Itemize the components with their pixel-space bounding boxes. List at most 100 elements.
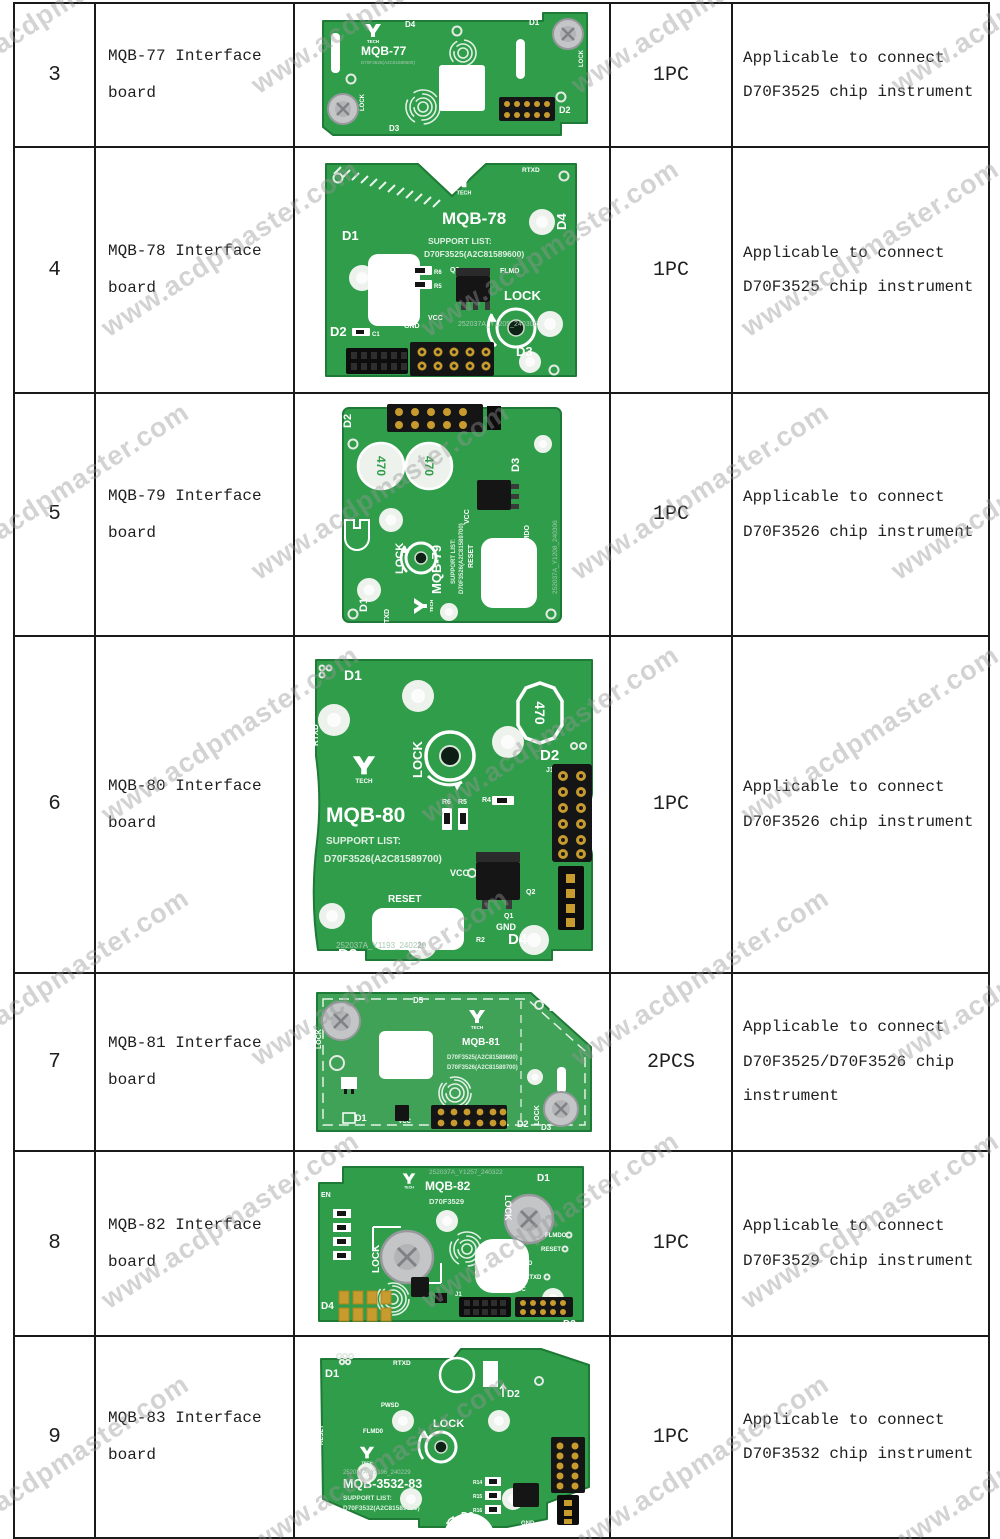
- description-cell: Applicable to connect D70F3525 chip inst…: [731, 146, 990, 394]
- svg-text:D2: D2: [563, 1319, 576, 1330]
- description: Applicable to connect D70F3525/D70F3526 …: [743, 1018, 955, 1106]
- item-name-cell: MQB-83 Interface board: [94, 1335, 295, 1539]
- pcb-photo-mqb-82: D3 EN 252037A_Y1257_240322 TECH MQB-82 D…: [318, 1165, 584, 1330]
- svg-text:D3: D3: [516, 344, 533, 359]
- item-name: MQB-77 Interface board: [108, 47, 262, 102]
- svg-text:C1: C1: [372, 332, 380, 338]
- item-number: 5: [48, 503, 61, 526]
- pcb-photo-mqb-79: D2 470 470 LOCK: [342, 403, 562, 628]
- svg-text:D70F3526(A2C81589700): D70F3526(A2C81589700): [324, 854, 442, 865]
- svg-text:R15: R15: [473, 1494, 482, 1500]
- description: Applicable to connect D70F3525 chip inst…: [743, 243, 974, 296]
- quantity: 1PC: [652, 63, 689, 87]
- description: Applicable to connect D70F3525 chip inst…: [743, 48, 974, 101]
- svg-text:D1: D1: [529, 18, 540, 27]
- svg-text:RTXD: RTXD: [393, 1360, 411, 1367]
- fingerprint-icon: [449, 39, 477, 67]
- svg-text:R6: R6: [442, 799, 451, 806]
- quantity-cell: 1PC: [609, 1335, 733, 1539]
- quantity: 1PC: [652, 793, 689, 816]
- svg-text:LOCK: LOCK: [360, 93, 366, 111]
- lock-icon: LOCK: [410, 729, 476, 791]
- row-number: 5: [13, 392, 96, 637]
- parts-table: 3 MQB-77 Interface board TECH MQB-77 D70…: [13, 2, 990, 1539]
- svg-text:LOCK: LOCK: [433, 1418, 464, 1430]
- table-row: 7 MQB-81 Interface board LOCK D5 TECH: [13, 972, 990, 1152]
- svg-text:D5: D5: [413, 996, 424, 1005]
- pin-header-icon: [499, 97, 555, 121]
- svg-text:TECH: TECH: [404, 1185, 414, 1189]
- svg-text:GND: GND: [404, 323, 420, 330]
- board-title: MQB-78: [442, 209, 506, 228]
- screw-icon: [379, 1229, 435, 1284]
- description: Applicable to connect D70F3526 chip inst…: [743, 778, 974, 831]
- svg-text:R4: R4: [482, 797, 491, 804]
- item-number: 7: [48, 1050, 61, 1074]
- quantity-cell: 1PC: [609, 146, 733, 394]
- table-row: 5 MQB-79 Interface board D2 470: [13, 392, 990, 637]
- socket-connector: [346, 348, 408, 374]
- capacitor-mark: 470: [515, 680, 564, 745]
- item-name: MQB-78 Interface board: [108, 242, 262, 297]
- svg-text:D3: D3: [510, 457, 522, 471]
- yanhua-logo-icon: TECH: [352, 755, 375, 784]
- svg-text:TECH: TECH: [367, 39, 379, 44]
- item-name: MQB-83 Interface board: [108, 1409, 262, 1464]
- svg-text:D4: D4: [321, 1301, 334, 1312]
- svg-text:D4: D4: [405, 20, 416, 29]
- svg-text:TECH: TECH: [457, 190, 472, 196]
- row-number: 9: [13, 1335, 96, 1539]
- svg-text:Q1: Q1: [504, 913, 513, 920]
- svg-text:252037A_Y1193_240229: 252037A_Y1193_240229: [336, 941, 427, 950]
- screw-icon: [503, 1193, 555, 1244]
- pcb-photo-mqb-83: D1 RTXD D2 PWSD FLMD0 RESET LOCK: [319, 1348, 590, 1533]
- svg-text:EN: EN: [321, 1192, 331, 1199]
- svg-text:LOCK: LOCK: [410, 740, 425, 777]
- svg-text:R5: R5: [434, 284, 442, 290]
- description-cell: Applicable to connect D70F3526 chip inst…: [731, 392, 990, 637]
- item-name: MQB-81 Interface board: [108, 1034, 262, 1089]
- svg-text:470: 470: [422, 455, 436, 475]
- quantity-cell: 1PC: [609, 1150, 733, 1337]
- item-name: MQB-79 Interface board: [108, 486, 262, 542]
- svg-text:RTXD: RTXD: [525, 1275, 542, 1281]
- row-number: 6: [13, 635, 96, 974]
- quantity: 1PC: [652, 1232, 689, 1255]
- screw-icon: [543, 1091, 579, 1127]
- description-cell: Applicable to connect D70F3525 chip inst…: [731, 2, 990, 148]
- svg-text:TECH: TECH: [471, 1025, 483, 1030]
- board-title: MQB-80: [326, 804, 405, 827]
- svg-text:RESET: RESET: [319, 1425, 325, 1445]
- board-title: MQB-3532-83: [343, 1477, 422, 1491]
- svg-text:R5: R5: [458, 799, 467, 806]
- svg-text:252037A_Y1257_240322: 252037A_Y1257_240322: [429, 1169, 503, 1176]
- board-title: MQB-79: [429, 544, 444, 593]
- svg-text:TECH: TECH: [429, 599, 434, 611]
- item-image-cell: D1 RTXD D2 PWSD FLMD0 RESET LOCK: [293, 1335, 611, 1539]
- svg-text:252037A_Y1196_240229: 252037A_Y1196_240229: [343, 1470, 411, 1476]
- svg-text:LOCK: LOCK: [534, 1105, 541, 1125]
- item-image-cell: D2 470 470 LOCK: [293, 392, 611, 637]
- rubber-pad: [349, 209, 563, 373]
- quantity-cell: 2PCS: [609, 972, 733, 1152]
- pin-header-icon: [410, 342, 494, 376]
- yanhua-logo-icon: TECH: [365, 24, 381, 44]
- svg-text:D70F3525(A2C81589600): D70F3525(A2C81589600): [424, 249, 524, 259]
- svg-text:RST: RST: [378, 269, 393, 276]
- pcb-board: [320, 1348, 590, 1528]
- screw-icon: [552, 18, 584, 50]
- svg-text:RTXD: RTXD: [384, 608, 391, 627]
- svg-text:TECH: TECH: [361, 1460, 372, 1465]
- svg-text:SUPPORT LIST:: SUPPORT LIST:: [428, 236, 492, 246]
- svg-text:J1: J1: [455, 1292, 462, 1298]
- pcb-photo-mqb-80: D1 RTXD LOCK: [311, 658, 593, 963]
- svg-text:470: 470: [374, 455, 388, 475]
- description: Applicable to connect D70F3529 chip inst…: [743, 1217, 974, 1270]
- svg-text:D3: D3: [323, 1171, 336, 1182]
- item-number: 4: [48, 258, 61, 282]
- svg-text:D70F3525(A2C81589600): D70F3525(A2C81589600): [447, 1055, 518, 1061]
- item-name-cell: MQB-77 Interface board: [94, 2, 295, 148]
- svg-text:SUPPORT LIST:: SUPPORT LIST:: [326, 836, 401, 847]
- svg-text:D3: D3: [461, 1511, 474, 1522]
- svg-text:D2: D2: [330, 324, 347, 339]
